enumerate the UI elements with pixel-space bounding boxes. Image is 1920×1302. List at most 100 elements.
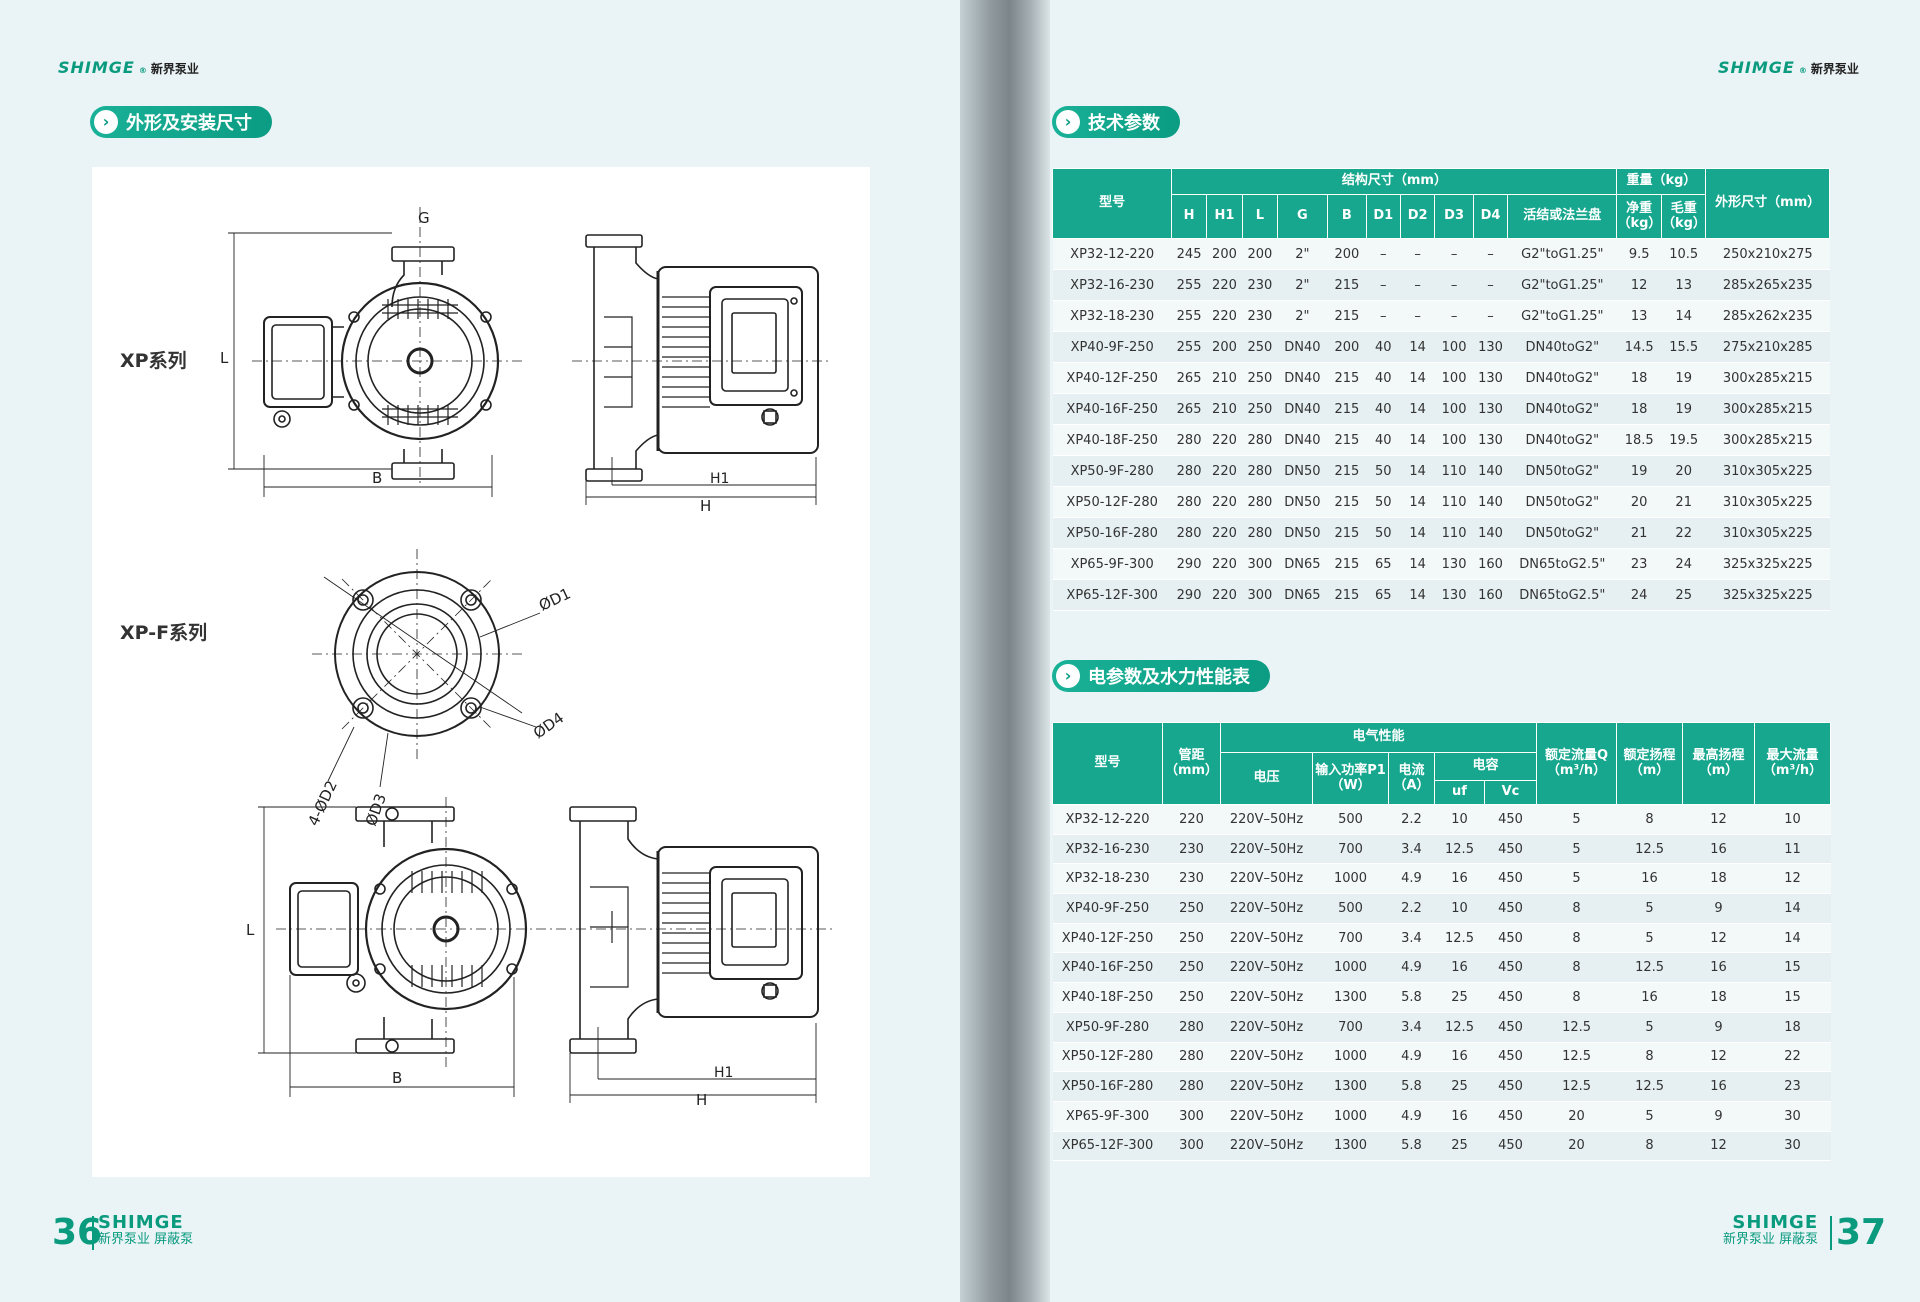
label-h-top: H: [700, 497, 711, 515]
table-cell: 450: [1484, 893, 1537, 924]
table-cell: 130: [1473, 331, 1508, 363]
table-cell: 40: [1366, 362, 1401, 394]
table-cell: 220: [1206, 548, 1243, 580]
table-cell: 1000: [1312, 952, 1389, 984]
table-cell: 215: [1327, 455, 1367, 487]
table-cell: 1300: [1312, 1071, 1389, 1102]
table-cell: DN40: [1277, 393, 1328, 425]
table-cell: DN40: [1277, 424, 1328, 456]
table-cell: 210: [1206, 393, 1243, 425]
model-cell: XP50-9F-280: [1052, 1012, 1163, 1043]
flange-view: ØD1 ØD4 4-ØD2 ØD3: [304, 549, 574, 829]
table-cell: 8: [1536, 893, 1617, 924]
table-cell: DN40toG2": [1507, 393, 1617, 425]
table-cell: 160: [1473, 579, 1508, 611]
th-h1: H1: [1205, 194, 1244, 239]
table-cell: 110: [1434, 455, 1474, 487]
table-cell: 5: [1616, 1012, 1683, 1043]
th-h: H: [1171, 194, 1207, 239]
table-cell: –: [1366, 269, 1401, 301]
arrow-right-circle-icon: ›: [1056, 664, 1080, 688]
label-h1-top: H1: [710, 471, 729, 487]
model-cell: XP40-18F-250: [1052, 982, 1163, 1013]
table-cell: 280: [1162, 1042, 1221, 1073]
table-cell: 14: [1400, 393, 1435, 425]
label-d3: ØD3: [362, 791, 390, 828]
table-cell: 12.5: [1536, 1012, 1617, 1043]
table-cell: DN40: [1277, 362, 1328, 394]
model-cell: XP65-12F-300: [1052, 1131, 1163, 1162]
table-cell: 200: [1242, 238, 1278, 270]
table-cell: DN50toG2": [1507, 486, 1617, 518]
table-cell: 300: [1162, 1101, 1221, 1132]
table-cell: 700: [1312, 1012, 1389, 1043]
model-cell: XP32-12-220: [1052, 238, 1172, 270]
table-cell: 25: [1434, 982, 1485, 1013]
table-cell: 200: [1206, 331, 1243, 363]
th-outer-size: 外形尺寸（mm）: [1705, 168, 1830, 239]
table-cell: 3.4: [1388, 834, 1435, 865]
table-cell: 8: [1536, 952, 1617, 984]
model-cell: XP32-18-230: [1052, 300, 1172, 332]
table-cell: 450: [1484, 804, 1537, 835]
table-cell: 16: [1616, 863, 1683, 895]
table-cell: G2"toG1.25": [1507, 269, 1617, 301]
table-cell: 16: [1682, 834, 1755, 865]
table-cell: 25: [1434, 1071, 1485, 1102]
table-cell: 220: [1206, 486, 1243, 518]
table-cell: 8: [1616, 1042, 1683, 1073]
table-cell: 250x210x275: [1705, 238, 1830, 270]
table-cell: 255: [1171, 269, 1207, 301]
table-cell: 230: [1162, 863, 1221, 895]
table-cell: 215: [1327, 579, 1367, 611]
table-cell: 220V–50Hz: [1220, 982, 1313, 1013]
table-cell: –: [1400, 238, 1435, 270]
table-cell: DN40toG2": [1507, 424, 1617, 456]
table-cell: 24: [1661, 548, 1706, 580]
table-cell: 12: [1754, 863, 1831, 895]
table-cell: 300: [1242, 579, 1278, 611]
table-cell: 130: [1434, 579, 1474, 611]
table-cell: 16: [1434, 1042, 1485, 1073]
table-cell: 220: [1162, 804, 1221, 835]
table-cell: 12.5: [1434, 923, 1485, 954]
table-cell: 110: [1434, 517, 1474, 549]
table-cell: 1000: [1312, 863, 1389, 895]
th-d2: D2: [1399, 194, 1436, 239]
table-cell: 20: [1661, 455, 1706, 487]
arrow-right-circle-icon: ›: [1056, 110, 1080, 134]
table-cell: 290: [1171, 579, 1207, 611]
table-cell: 12.5: [1434, 1012, 1485, 1043]
electrical-params-table: 型号 管距（mm） 电气性能 额定流量Q（m³/h） 额定扬程（m） 最高扬程（…: [1052, 722, 1832, 1162]
table-cell: 18: [1616, 393, 1662, 425]
table-cell: 1000: [1312, 1042, 1389, 1073]
table-cell: 325x325x225: [1705, 579, 1830, 611]
table-cell: 220V–50Hz: [1220, 1131, 1313, 1162]
table-cell: DN65toG2.5": [1507, 548, 1617, 580]
table-cell: 40: [1366, 424, 1401, 456]
side-view-bottom: H1 H: [556, 806, 832, 1109]
table-cell: 220V–50Hz: [1220, 863, 1313, 895]
table-cell: 14: [1400, 486, 1435, 518]
front-view-top: G: [220, 207, 522, 497]
brand-reg-mark: ®: [138, 66, 147, 75]
table-cell: 5.8: [1388, 1071, 1435, 1102]
table-cell: DN50: [1277, 455, 1328, 487]
table-cell: G2"toG1.25": [1507, 238, 1617, 270]
table-cell: 700: [1312, 834, 1389, 865]
table-cell: 16: [1434, 952, 1485, 984]
page-number-right: 37: [1836, 1212, 1887, 1253]
th-b: B: [1327, 194, 1367, 239]
brand-logo-en: SHIMGE: [1718, 58, 1795, 77]
table-cell: 4.9: [1388, 952, 1435, 984]
table-cell: 9: [1682, 893, 1755, 924]
th-model: 型号: [1052, 722, 1163, 805]
table-cell: 16: [1682, 1071, 1755, 1102]
table-cell: DN40: [1277, 331, 1328, 363]
brand-reg-mark: ®: [1798, 66, 1807, 75]
table-cell: 65: [1366, 579, 1401, 611]
table-cell: 140: [1473, 486, 1508, 518]
label-d2: 4-ØD2: [304, 778, 341, 829]
table-cell: DN65: [1277, 579, 1328, 611]
